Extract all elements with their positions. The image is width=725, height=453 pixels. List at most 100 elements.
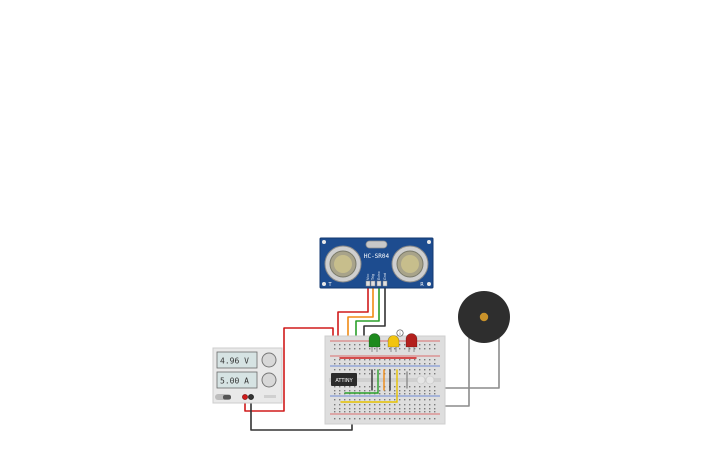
positive-terminal-icon[interactable]	[242, 394, 248, 400]
breadboard-hole[interactable]	[349, 359, 351, 361]
breadboard-hole[interactable]	[429, 411, 431, 413]
breadboard-hole[interactable]	[384, 411, 386, 413]
breadboard-hole[interactable]	[359, 411, 361, 413]
jumper-green[interactable]	[344, 369, 379, 394]
breadboard-hole[interactable]	[389, 348, 391, 350]
breadboard-hole[interactable]	[419, 418, 421, 420]
breadboard-hole[interactable]	[364, 369, 366, 371]
breadboard-hole[interactable]	[364, 418, 366, 420]
breadboard-hole[interactable]	[374, 363, 376, 365]
breadboard-hole[interactable]	[384, 386, 386, 388]
breadboard-hole[interactable]	[344, 369, 346, 371]
breadboard-hole[interactable]	[419, 390, 421, 392]
wire-trig[interactable]	[347, 287, 374, 341]
breadboard-hole[interactable]	[359, 399, 361, 401]
breadboard-hole[interactable]	[434, 393, 436, 395]
breadboard-hole[interactable]	[434, 386, 436, 388]
breadboard-hole[interactable]	[414, 386, 416, 388]
breadboard-hole[interactable]	[394, 393, 396, 395]
breadboard-hole[interactable]	[354, 404, 356, 406]
breadboard-hole[interactable]	[354, 418, 356, 420]
power-switch-icon[interactable]	[223, 395, 231, 400]
breadboard-hole[interactable]	[399, 373, 401, 375]
breadboard-hole[interactable]	[399, 399, 401, 401]
breadboard-hole[interactable]	[404, 359, 406, 361]
breadboard-hole[interactable]	[344, 418, 346, 420]
breadboard-hole[interactable]	[374, 399, 376, 401]
breadboard-hole[interactable]	[389, 404, 391, 406]
breadboard-hole[interactable]	[419, 408, 421, 410]
breadboard-hole[interactable]	[369, 373, 371, 375]
ultrasonic-sensor[interactable]: HC-SR04 T R Vcc Trig Echo Gnd	[319, 237, 434, 289]
breadboard-hole[interactable]	[419, 369, 421, 371]
breadboard-hole[interactable]	[334, 369, 336, 371]
breadboard-hole[interactable]	[354, 408, 356, 410]
breadboard-hole[interactable]	[349, 344, 351, 346]
breadboard-hole[interactable]	[394, 390, 396, 392]
breadboard-hole[interactable]	[414, 404, 416, 406]
wire-vcc[interactable]	[337, 287, 369, 341]
leds[interactable]: i	[368, 329, 418, 352]
breadboard[interactable]: ATTINY	[324, 335, 446, 425]
breadboard-hole[interactable]	[349, 408, 351, 410]
breadboard-hole[interactable]	[344, 386, 346, 388]
breadboard-hole[interactable]	[434, 344, 436, 346]
breadboard-hole[interactable]	[339, 359, 341, 361]
breadboard-hole[interactable]	[349, 399, 351, 401]
breadboard-hole[interactable]	[419, 344, 421, 346]
breadboard-hole[interactable]	[339, 411, 341, 413]
breadboard-hole[interactable]	[404, 399, 406, 401]
breadboard-hole[interactable]	[419, 386, 421, 388]
breadboard-hole[interactable]	[384, 404, 386, 406]
breadboard-hole[interactable]	[354, 348, 356, 350]
breadboard-hole[interactable]	[399, 393, 401, 395]
breadboard-hole[interactable]	[394, 418, 396, 420]
breadboard-hole[interactable]	[394, 399, 396, 401]
breadboard-hole[interactable]	[349, 404, 351, 406]
breadboard-hole[interactable]	[374, 418, 376, 420]
breadboard-hole[interactable]	[369, 408, 371, 410]
breadboard-hole[interactable]	[429, 393, 431, 395]
breadboard-hole[interactable]	[409, 408, 411, 410]
breadboard-hole[interactable]	[399, 390, 401, 392]
breadboard-hole[interactable]	[339, 418, 341, 420]
breadboard-hole[interactable]	[349, 386, 351, 388]
breadboard-hole[interactable]	[379, 411, 381, 413]
breadboard-hole[interactable]	[404, 393, 406, 395]
piezo-buzzer[interactable]	[458, 291, 510, 343]
breadboard-hole[interactable]	[344, 390, 346, 392]
breadboard-hole[interactable]	[369, 363, 371, 365]
breadboard-hole[interactable]	[339, 386, 341, 388]
breadboard-hole[interactable]	[399, 404, 401, 406]
breadboard-hole[interactable]	[344, 408, 346, 410]
breadboard-hole[interactable]	[374, 404, 376, 406]
breadboard-hole[interactable]	[414, 408, 416, 410]
breadboard-hole[interactable]	[364, 363, 366, 365]
breadboard-hole[interactable]	[414, 369, 416, 371]
breadboard-hole[interactable]	[434, 411, 436, 413]
breadboard-hole[interactable]	[424, 393, 426, 395]
breadboard-hole[interactable]	[419, 393, 421, 395]
breadboard-hole[interactable]	[334, 393, 336, 395]
breadboard-hole[interactable]	[339, 408, 341, 410]
breadboard-hole[interactable]	[419, 348, 421, 350]
breadboard-hole[interactable]	[384, 369, 386, 371]
breadboard-hole[interactable]	[409, 359, 411, 361]
breadboard-hole[interactable]	[404, 386, 406, 388]
breadboard-hole[interactable]	[384, 359, 386, 361]
breadboard-hole[interactable]	[399, 359, 401, 361]
breadboard-hole[interactable]	[369, 399, 371, 401]
breadboard-hole[interactable]	[374, 408, 376, 410]
breadboard-hole[interactable]	[414, 411, 416, 413]
breadboard-hole[interactable]	[424, 399, 426, 401]
breadboard-hole[interactable]	[339, 369, 341, 371]
breadboard-hole[interactable]	[334, 390, 336, 392]
breadboard-hole[interactable]	[414, 363, 416, 365]
breadboard-hole[interactable]	[369, 411, 371, 413]
breadboard-hole[interactable]	[419, 399, 421, 401]
breadboard-hole[interactable]	[364, 359, 366, 361]
breadboard-hole[interactable]	[429, 390, 431, 392]
breadboard-hole[interactable]	[369, 404, 371, 406]
breadboard-hole[interactable]	[404, 390, 406, 392]
breadboard-hole[interactable]	[344, 348, 346, 350]
